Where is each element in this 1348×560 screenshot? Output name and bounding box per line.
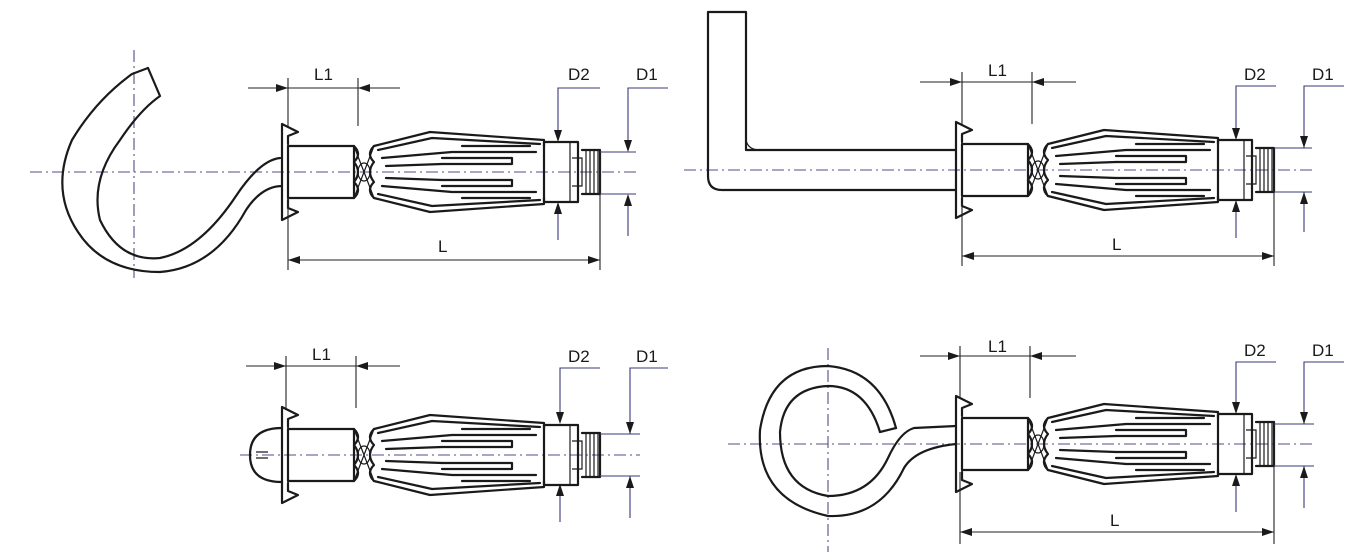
- thread-diameter-label: D1: [636, 347, 658, 366]
- thread-diameter-label: D1: [1312, 65, 1334, 84]
- screw-anchor-drawing: L1 D2 D1: [240, 345, 668, 522]
- thread-diameter-label: D1: [636, 65, 658, 84]
- collar-length-label: L1: [988, 337, 1007, 356]
- body-diameter-label: D2: [1244, 341, 1266, 360]
- hook-anchor-drawing: L1 L D2 D1: [30, 50, 668, 278]
- length-label: L: [438, 237, 447, 256]
- eye-hook-anchor-drawing: L1 L D2 D1: [728, 337, 1344, 552]
- collar-length-label: L1: [988, 61, 1007, 80]
- body-diameter-label: D2: [568, 347, 590, 366]
- l-hook-anchor-drawing: L1 L D2 D1: [684, 10, 1344, 266]
- collar-length-label: L1: [312, 345, 331, 364]
- body-diameter-label: D2: [568, 65, 590, 84]
- body-diameter-label: D2: [1244, 65, 1266, 84]
- collar-length-label: L1: [314, 65, 333, 84]
- thread-diameter-label: D1: [1312, 341, 1334, 360]
- length-label: L: [1112, 235, 1121, 254]
- length-label: L: [1110, 511, 1119, 530]
